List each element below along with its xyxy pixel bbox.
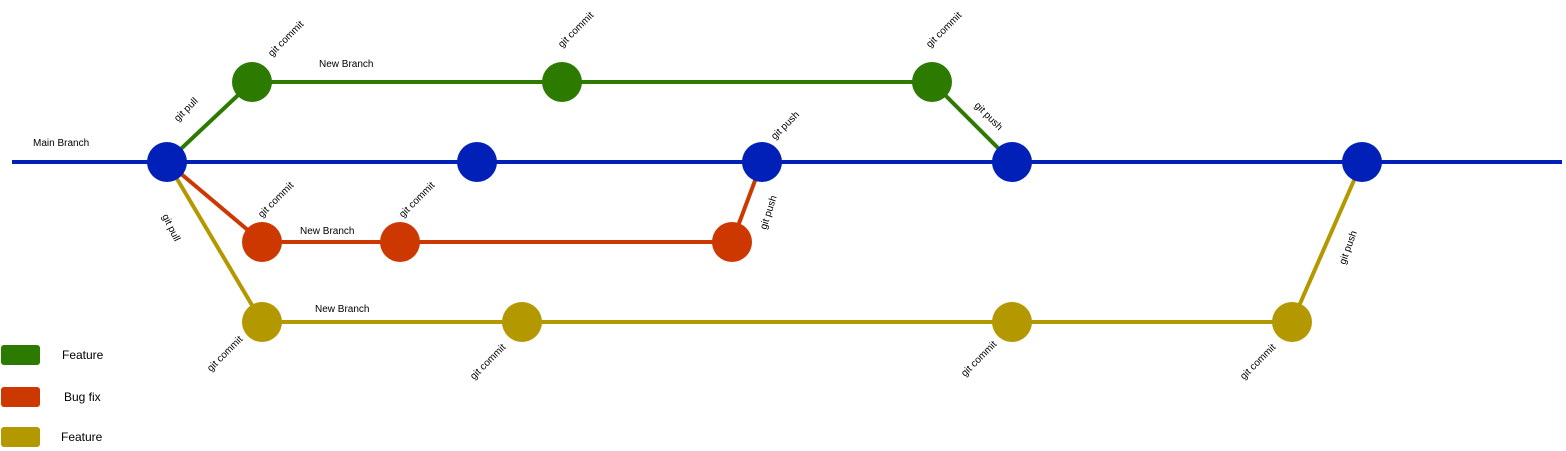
legend-swatch-feature-gold [1, 427, 40, 447]
gold-pull-label: git pull [159, 212, 182, 243]
main-commit-node [742, 142, 782, 182]
red-commit-label-2: git commit [397, 180, 437, 220]
green-commit-label-2: git commit [556, 10, 596, 50]
green-commit-node [542, 62, 582, 102]
green-branch-label: New Branch [319, 59, 373, 70]
gold-commit-label-4: git commit [1238, 342, 1278, 382]
green-commits [232, 62, 952, 102]
gold-commit-label-2: git commit [468, 342, 508, 382]
main-commit-node [1342, 142, 1382, 182]
gold-pull-connector [165, 160, 264, 324]
legend-swatch-feature-green [1, 345, 40, 365]
legend-label-feature-gold: Feature [61, 430, 103, 444]
red-push-label: git push [758, 194, 779, 231]
red-commits [242, 222, 752, 262]
gold-push-label: git push [1337, 229, 1359, 266]
green-commit-node [912, 62, 952, 102]
gold-push-connector [1290, 161, 1364, 323]
gold-branch-label: New Branch [315, 304, 369, 315]
legend: Feature Bug fix Feature [1, 345, 104, 447]
main-branch-label: Main Branch [33, 138, 89, 149]
main-commits [147, 142, 1382, 182]
green-feature-branch [165, 80, 1014, 164]
red-commit-node [712, 222, 752, 262]
red-branch-label: New Branch [300, 226, 354, 237]
gold-commit-label-3: git commit [959, 339, 999, 379]
gold-commit-node [242, 302, 282, 342]
main-commit-node [147, 142, 187, 182]
legend-swatch-bugfix [1, 387, 40, 407]
red-branch-connector [165, 160, 264, 244]
green-commit-node [232, 62, 272, 102]
main-commit-node [992, 142, 1032, 182]
gold-commit-node [1272, 302, 1312, 342]
main-commit-node [457, 142, 497, 182]
gold-feature-branch [165, 160, 1364, 324]
gold-commit-label-1: git commit [205, 334, 245, 374]
main-push-label: git push [769, 110, 802, 143]
green-commit-label-1: git commit [266, 19, 306, 59]
red-commit-node [380, 222, 420, 262]
legend-label-bugfix: Bug fix [64, 390, 101, 404]
green-commit-label-3: git commit [924, 10, 964, 50]
gold-commit-node [502, 302, 542, 342]
gold-commits [242, 302, 1312, 342]
red-commit-label-1: git commit [256, 180, 296, 220]
green-pull-label: git pull [172, 96, 200, 124]
red-commit-node [242, 222, 282, 262]
legend-label-feature-green: Feature [62, 348, 104, 362]
gold-commit-node [992, 302, 1032, 342]
